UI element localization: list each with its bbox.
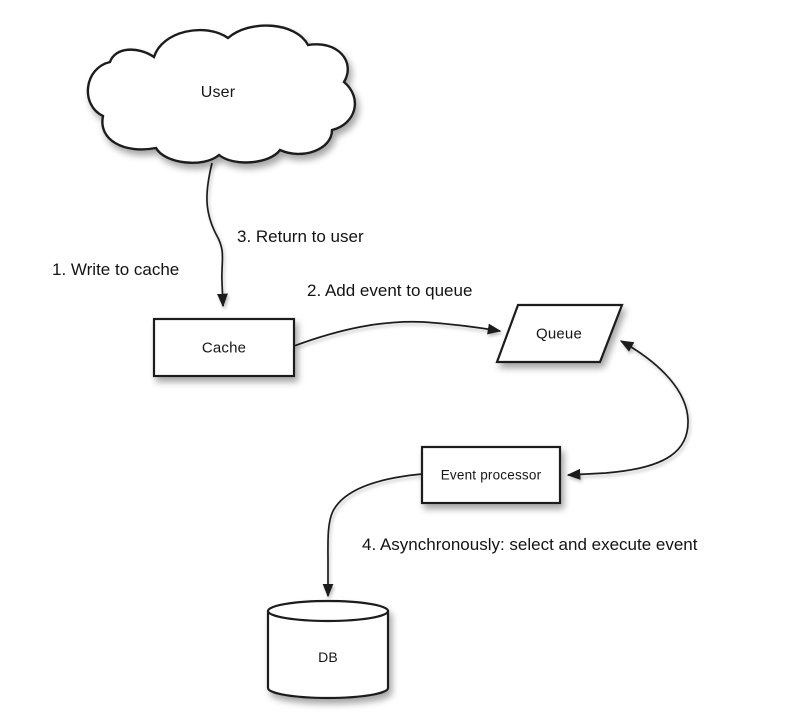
edge-label-async-execute: 4. Asynchronously: select and execute ev…	[362, 535, 698, 554]
cache-node-label: Cache	[201, 339, 247, 357]
edge-cache-to-queue	[293, 320, 502, 347]
edge-label-return-to-user: 3. Return to user	[237, 227, 364, 246]
user-node-label: User	[200, 84, 236, 101]
db-cylinder-top-shape	[266, 599, 390, 623]
event-processor-node-label: Event processor	[440, 467, 542, 483]
edge-event-processor-to-db	[322, 473, 423, 598]
edge-user-to-cache	[206, 162, 228, 308]
event-processor-box-shape	[420, 445, 562, 505]
cache-box-shape	[152, 317, 296, 378]
edge-label-write-to-cache: 1. Write to cache	[52, 260, 180, 279]
edge-label-add-event-to-queue: 2. Add event to queue	[307, 281, 473, 300]
db-node-label: DB	[318, 649, 338, 665]
edge-queue-event-processor-bidirectional	[566, 340, 689, 480]
queue-parallelogram-shape	[495, 303, 624, 364]
db-cylinder-body-shape	[266, 611, 390, 700]
user-cloud-shape	[86, 24, 356, 164]
queue-node-label: Queue	[535, 325, 583, 343]
